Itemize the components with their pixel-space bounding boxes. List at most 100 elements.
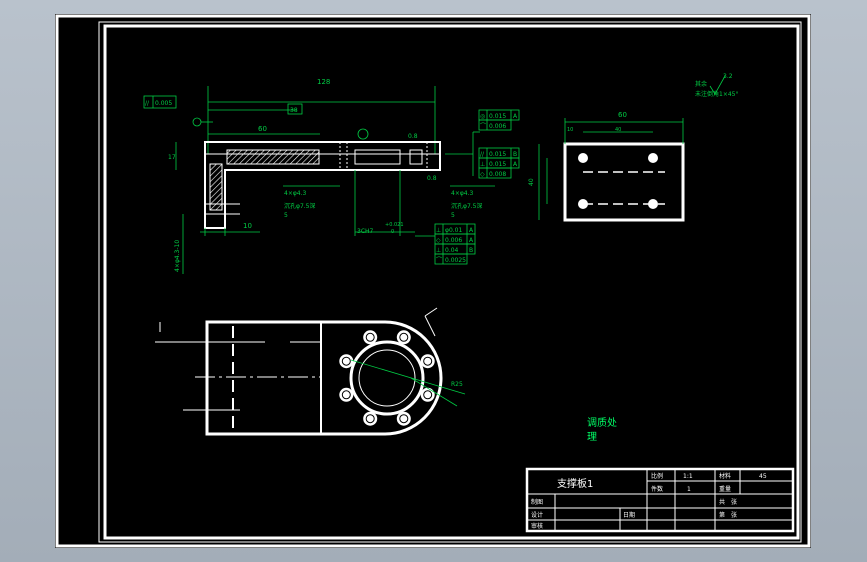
tol-symbol: ⊥ [436, 227, 441, 234]
plan-radius-label: R25 [451, 381, 463, 388]
heat-treatment-1: 调质处 [587, 417, 617, 429]
tb-sheet-value: 张 [731, 498, 737, 506]
tb-scale-value: 1:1 [683, 473, 693, 480]
side-view-outline [563, 142, 685, 222]
plan-outline [205, 320, 443, 436]
side-dim-height: 40 [528, 178, 535, 186]
bolt-hole [363, 411, 378, 426]
tol-symbol: ⌒ [436, 257, 442, 264]
bolt-hole [396, 411, 411, 426]
side-view[interactable]: 60 40 10 40 [528, 111, 685, 222]
plan-leader-top [424, 315, 436, 337]
hole-right-spec: 4×φ4.3 [451, 190, 474, 197]
side-dim-inner: 40 [615, 127, 621, 133]
tol-value: φ0.01 [445, 227, 463, 234]
tol-symbol: ⊥ [436, 247, 441, 254]
cad-drawing[interactable]: 128 38 60 // 0.005 10 17 4 [55, 14, 811, 548]
tol-ref: A [469, 237, 474, 244]
bolt-hole-thread [399, 414, 409, 424]
plan-diag-leader [410, 377, 458, 407]
cad-viewport[interactable]: 128 38 60 // 0.005 10 17 4 [55, 14, 811, 548]
tol-ref: B [513, 151, 517, 158]
tol-value: 0.04 [445, 247, 459, 254]
roughness-text: 其余 [695, 80, 707, 88]
tol-row: ⌒0.006 [478, 119, 512, 131]
roughness-value: 3.2 [723, 73, 733, 80]
plan-bore-inner [358, 349, 416, 407]
tol-value: 0.008 [489, 171, 506, 178]
hole-left-spec: 4×φ4.3 [284, 190, 307, 197]
bolt-hole [339, 387, 354, 402]
tol-row-frame [478, 119, 512, 131]
tb-part-name: 支撑板1 [557, 477, 593, 490]
bolt-hole-thread [423, 390, 433, 400]
tol-symbol: ◎ [480, 113, 485, 120]
side-hole-br [648, 199, 658, 209]
tol-symbol: ⌒ [480, 123, 486, 130]
tb-check-label: 审核 [531, 522, 543, 530]
tol-symbol: // [480, 151, 485, 158]
tol-value: 0.006 [489, 123, 506, 130]
roughness-symbol [709, 75, 726, 95]
bolt-hole-thread [423, 356, 433, 366]
tol-symbol: ◇ [436, 237, 441, 244]
tb-drawn-label: 制图 [531, 498, 543, 506]
side-hole-tl [578, 153, 588, 163]
bolt-hole-thread [365, 332, 375, 342]
side-hole-bl [578, 199, 588, 209]
hole-right-depth2: 5 [451, 212, 455, 219]
side-hole-tr [648, 153, 658, 163]
tb-count-label: 件数 [651, 485, 663, 493]
elevation-view[interactable]: 128 38 60 // 0.005 10 17 4 [143, 78, 520, 274]
hole-right-depth: 沉孔φ7.5深 [451, 202, 483, 210]
bolt-hole-thread [341, 356, 351, 366]
heat-treatment-2: 理 [587, 431, 597, 443]
dim-height-left-label: 17 [168, 154, 176, 161]
tol-row-frame [478, 167, 512, 179]
tol-ref: A [513, 113, 518, 120]
elevation-slot [354, 149, 401, 165]
bolt-hole-thread [341, 390, 351, 400]
title-block[interactable]: 支撑板1 比例 1:1 材料 45 件数 1 重量 制图 设计 审核 日期 共 … [525, 467, 795, 533]
bolt-hole [363, 330, 378, 345]
tol-symbol: ◇ [480, 171, 485, 178]
plan-view[interactable]: R25 [155, 307, 466, 436]
tol-row: ⊥ 0.04 B [434, 243, 476, 255]
tb-date-label: 日期 [623, 511, 635, 519]
dim-small-a: 0.8 [408, 133, 418, 140]
bolt-hole [420, 387, 435, 402]
fit-label: 3CH7 [357, 228, 374, 235]
tol-symbol: ⊥ [480, 161, 485, 168]
dim-overall-label: 128 [317, 78, 330, 86]
elevation-pocket [409, 149, 423, 165]
bolt-hole [396, 330, 411, 345]
datum-circle-left [192, 117, 202, 127]
dim-upper-box [287, 103, 303, 115]
plan-radius-leader [350, 359, 466, 395]
bolt-hole-thread [365, 414, 375, 424]
bolt-hole-thread [399, 332, 409, 342]
dim-upper-label: 38 [290, 107, 298, 114]
tol-value: 0.0025 [445, 257, 466, 264]
elevation-hatch-side [209, 163, 223, 211]
fit-tol-lower: 0 [391, 229, 394, 235]
bolt-hole [339, 354, 354, 369]
sheet-outer-border [55, 14, 811, 548]
hole-left-depth2: 5 [284, 212, 288, 219]
tol-row: ◇ 0.008 [478, 167, 512, 179]
elevation-hatch-top [226, 149, 320, 165]
tb-page-value: 张 [731, 511, 737, 519]
notes-group: 3.2 其余 未注倒角1×45° 调质处 理 [587, 73, 738, 443]
tol-row-frame [434, 253, 468, 265]
tol-value: 0.015 [489, 161, 506, 168]
tol-ref: B [469, 247, 473, 254]
flatness-symbol: // [145, 100, 150, 107]
dim-base-label: 10 [243, 222, 252, 230]
tb-weight-label: 重量 [719, 485, 731, 493]
side-dim-left: 10 [567, 127, 573, 133]
sheet-frame-line [98, 21, 802, 543]
